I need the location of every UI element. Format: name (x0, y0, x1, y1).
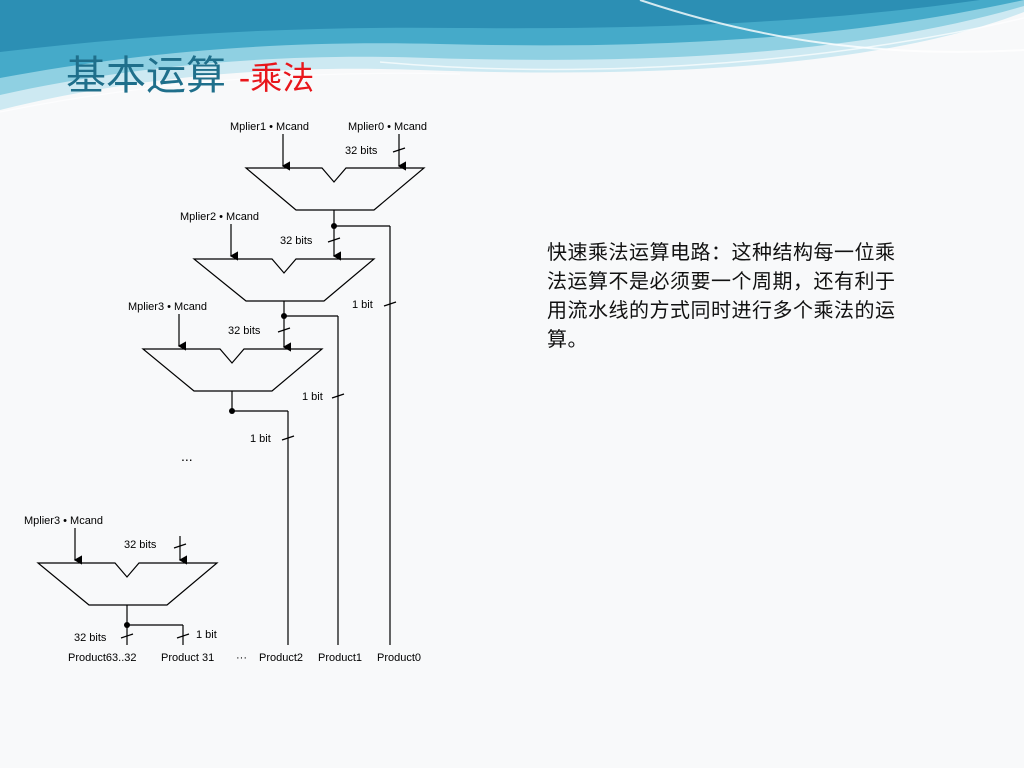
label-1bit-1: 1 bit (352, 299, 373, 311)
output-product63-32: Product63..32 (68, 652, 137, 664)
label-1bit-3: 1 bit (250, 433, 271, 445)
label-32bits-2: 32 bits (280, 235, 313, 247)
label-32bits-3: 32 bits (228, 325, 261, 337)
label-32bits-1: 32 bits (345, 145, 378, 157)
adder-stage-last (36, 562, 219, 606)
label-mplier3: Mplier3 • Mcand (128, 301, 207, 313)
label-1bit-2: 1 bit (302, 391, 323, 403)
label-1bit-4: 1 bit (196, 629, 217, 641)
label-ellipsis: ... (181, 448, 193, 464)
label-mplier1: Mplier1 • Mcand (230, 121, 309, 133)
output-product0: Product0 (377, 652, 421, 664)
header-wave-decoration (0, 0, 1024, 113)
output-product2: Product2 (259, 652, 303, 664)
adder-stage-2 (192, 258, 376, 302)
output-product31: Product 31 (161, 652, 214, 664)
output-dots: ··· (236, 652, 247, 664)
label-mplier2: Mplier2 • Mcand (180, 211, 259, 223)
title-main: 基本运算 (66, 53, 226, 99)
label-mplier3-last: Mplier3 • Mcand (24, 515, 103, 527)
label-32bits-5: 32 bits (74, 632, 107, 644)
description-text: 快速乘法运算电路：这种结构每一位乘法运算不是必须要一个周期，还有利于用流水线的方… (547, 240, 896, 351)
output-product1: Product1 (318, 652, 362, 664)
slide-title: 基本运算 -乘法 (66, 50, 314, 104)
adder-stage-3 (141, 348, 324, 392)
adder-stage-1 (244, 167, 426, 211)
label-32bits-4: 32 bits (124, 539, 157, 551)
title-sub: -乘法 (238, 59, 315, 97)
label-mplier0: Mplier0 • Mcand (348, 121, 427, 133)
